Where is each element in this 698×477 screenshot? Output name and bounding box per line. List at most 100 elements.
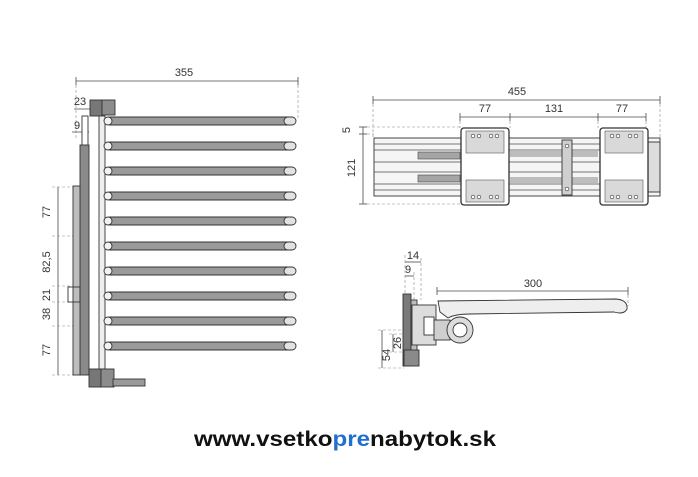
screw-hole [627,133,633,139]
vertical-post [98,115,106,370]
rod-bar [105,341,293,351]
bottom-stop [403,349,420,367]
screw-hole [564,186,570,192]
front-view: 355 23 9 77 82,5 21 38 77 [41,67,299,388]
dim-label-rod-length: 300 [524,278,542,290]
top-mount-cap [101,99,116,116]
pivot-slot [423,316,435,336]
side-column-plate [72,185,81,376]
dim-label-spacing-4: 38 [41,308,53,320]
pad-plate [465,130,505,154]
rod-end-cap [283,166,297,176]
trouser-rod [103,191,297,201]
rods-group [103,116,297,351]
rod-pivot [103,141,113,151]
screw-hole [470,194,476,200]
rod-end-cap [283,316,297,326]
screw-hole [633,194,639,200]
rod-pivot [103,241,113,251]
screw-hole [627,194,633,200]
screw-hole [494,194,500,200]
dim-label-left-pad: 77 [479,103,491,115]
trouser-rod [103,166,297,176]
screw-hole [615,133,621,139]
column-top-piece [81,115,89,147]
dim-label-spacing-3: 21 [41,289,53,301]
screw-hole [633,133,639,139]
rod-bar [105,191,293,201]
rod-end-cap [283,341,297,351]
rod-bar [105,241,293,251]
rail-strip [510,151,598,157]
rod-bar [105,316,293,326]
rod-end-cap [283,191,297,201]
dim-label-width: 355 [175,67,193,79]
screw-hole [488,194,494,200]
dim-label-right-pad: 77 [616,103,628,115]
fixing-bracket [67,286,81,303]
rod-end-cap [283,291,297,301]
dim-label-height: 121 [346,159,358,177]
trouser-rod [103,141,297,151]
rod-end-cap [283,241,297,251]
slide-insert [417,151,461,160]
trouser-rod [103,116,297,126]
bottom-mount-cap [100,368,115,388]
rod-pivot [103,291,113,301]
url-prefix: www.vsetko [193,428,333,451]
side-column [79,144,90,376]
dim-label-top-b: 9 [405,264,411,276]
screw-hole [470,133,476,139]
slide-insert [417,174,461,183]
rod-end-cap [283,266,297,276]
top-view: 455 77 131 77 5 121 [341,86,661,206]
rod-pivot [103,216,113,226]
dim-label-plate-offset: 9 [74,120,80,132]
right-mount-pad [599,127,649,206]
rod-pivot [103,191,113,201]
trouser-rod [103,241,297,251]
pad-plate [604,130,644,154]
rod-bar [105,291,293,301]
rod-pivot [103,341,113,351]
url-highlight: pre [332,428,370,451]
screw-hole [476,133,482,139]
rod-bar [105,166,293,176]
screw-hole [476,194,482,200]
dim-label-offset: 5 [341,127,353,133]
rod-bar [105,266,293,276]
center-slider [561,139,573,196]
url-suffix: nabytok.sk [370,428,496,451]
dim-label-bottom-b: 54 [381,349,393,361]
trouser-rod [103,341,297,351]
pad-plate [604,179,644,203]
rod-pivot [103,116,113,126]
side-rod [437,298,628,319]
rod-end-cap [283,141,297,151]
rod-pivot [103,166,113,176]
dim-label-top-a: 14 [407,250,419,262]
dim-label-middle: 131 [545,103,563,115]
rod-pivot [103,266,113,276]
rail-strip [510,177,598,183]
top-mount-block [89,99,103,117]
screw-hole [494,133,500,139]
dim-label-spacing-2: 82,5 [41,251,53,272]
dim-label-total: 455 [508,86,526,98]
screw-hole [615,194,621,200]
side-view: 14 9 300 26 54 [378,250,629,369]
screw-hole [609,133,615,139]
bottom-mount-block [88,368,102,388]
dim-label-spacing-5: 77 [41,344,53,356]
rod-end-cap [283,216,297,226]
trouser-rod [103,316,297,326]
bottom-bracket [112,378,146,387]
dim-label-top-plate: 23 [74,96,86,108]
rod-pivot [103,316,113,326]
trouser-rod [103,291,297,301]
rod-bar [105,116,293,126]
trouser-rod [103,266,297,276]
screw-hole [488,133,494,139]
